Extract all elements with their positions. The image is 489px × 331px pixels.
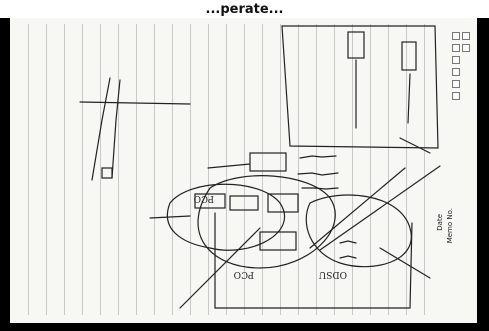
square-icon[interactable] [452,68,460,76]
page-title: ...perate... [0,2,489,17]
sketch-line [400,138,430,153]
sketch-line [80,102,190,104]
sketch-arrow [320,166,440,250]
sketch-arrow [150,216,190,218]
left-border [0,18,10,331]
right-border [477,18,489,331]
handwritten-sketch: PCO ODSU PCO [10,18,477,323]
sketch-label: PCO [194,193,214,203]
scribble-text [300,156,336,158]
square-icon[interactable] [452,80,460,88]
memo-no-label: Memo No. [446,208,454,243]
sketch-label: PCO [234,269,254,279]
scribble-text [340,256,356,258]
sketch-label: ODSU [318,269,347,279]
sketch-ellipse [198,176,335,268]
square-icon[interactable] [452,92,460,100]
scribble-text [298,173,338,175]
pencil-icon[interactable] [462,32,470,40]
sketch-arrow [408,74,410,123]
sketch-ellipse [167,184,284,250]
scanned-page: PCO ODSU PCO Memo No. Date [10,18,477,323]
scribble-text [302,188,338,189]
sketch-ellipse [306,195,411,267]
sketch-arrow [180,228,260,308]
sketch-box [250,153,286,171]
square-icon[interactable] [452,32,460,40]
sketch-arrow [310,168,405,248]
bottom-border [0,323,489,331]
sketch-line [92,78,110,180]
date-label: Date [436,214,444,231]
sketch-arrow [208,164,250,168]
title-bar: ...perate... [0,0,489,18]
sketch-box-small [102,168,112,178]
tool-palette [450,28,474,116]
circle-icon[interactable] [452,44,460,52]
sketch-box-small [402,42,416,70]
sketch-box-small [348,32,364,58]
scribble-text [340,241,356,243]
sketch-box [230,196,258,210]
grid-icon[interactable] [462,44,470,52]
sketch-box-top [282,26,438,148]
sketch-line [112,80,120,178]
square-icon[interactable] [452,56,460,64]
sketch-box-large [215,213,412,308]
